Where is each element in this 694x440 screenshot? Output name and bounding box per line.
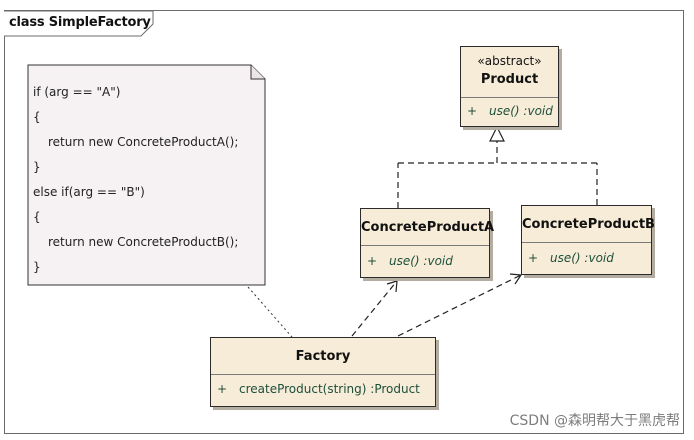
note-link-line [247, 286, 293, 338]
operation-signature: use() :void [489, 104, 553, 118]
operation-create-product: + createProduct(string) :Product [217, 382, 420, 396]
class-product-stereotype: «abstract» [477, 54, 542, 68]
operation-signature: createProduct(string) :Product [239, 382, 420, 396]
note-line: if (arg == "A") [33, 85, 121, 99]
class-concrete-product-a-name: ConcreteProductA [361, 220, 495, 235]
operation-visibility: + [467, 104, 478, 118]
realization-a-to-product [397, 162, 497, 208]
class-concrete-product-a-header: ConcreteProductA [361, 209, 495, 246]
operation-signature: use() :void [550, 251, 614, 265]
diagram-title: class SimpleFactory [9, 15, 151, 30]
class-factory[interactable]: Factory + createProduct(string) :Product [210, 337, 436, 407]
note-line: else if(arg == "B") [33, 185, 145, 199]
class-factory-name: Factory [295, 349, 351, 364]
class-concrete-product-a[interactable]: ConcreteProductA + use() :void [360, 208, 495, 278]
code-note [27, 64, 266, 286]
note-line: } [33, 260, 41, 274]
class-concrete-product-b-header: ConcreteProductB [522, 206, 655, 243]
operation-visibility: + [528, 251, 539, 265]
note-line: { [33, 210, 41, 224]
class-concrete-product-b-name: ConcreteProductB [522, 217, 655, 232]
operation-use: + use() :void [528, 251, 614, 265]
frame-title-tab [4, 10, 154, 37]
dependency-factory-to-a [351, 280, 398, 337]
realization-b-to-product [497, 162, 598, 205]
class-concrete-product-b[interactable]: ConcreteProductB + use() :void [521, 205, 655, 275]
operation-signature: use() :void [389, 254, 453, 268]
watermark: CSDN @森明帮大于黑虎帮 [509, 413, 680, 429]
operation-visibility: + [217, 382, 228, 396]
note-line: } [33, 160, 41, 174]
realization-arrowhead [489, 125, 505, 142]
operation-use: + use() :void [467, 104, 553, 118]
dependency-factory-to-b [397, 273, 523, 337]
note-line: { [33, 110, 41, 124]
class-product-name: Product [480, 72, 539, 87]
operation-use: + use() :void [367, 254, 453, 268]
note-line: return new ConcreteProductA(); [48, 135, 239, 149]
class-product-header: «abstract» Product [461, 47, 558, 98]
note-line: return new ConcreteProductB(); [48, 235, 239, 249]
diagram-frame [4, 10, 684, 434]
class-product[interactable]: «abstract» Product + use() :void [460, 46, 559, 127]
operation-visibility: + [367, 254, 378, 268]
class-factory-header: Factory [211, 338, 435, 375]
